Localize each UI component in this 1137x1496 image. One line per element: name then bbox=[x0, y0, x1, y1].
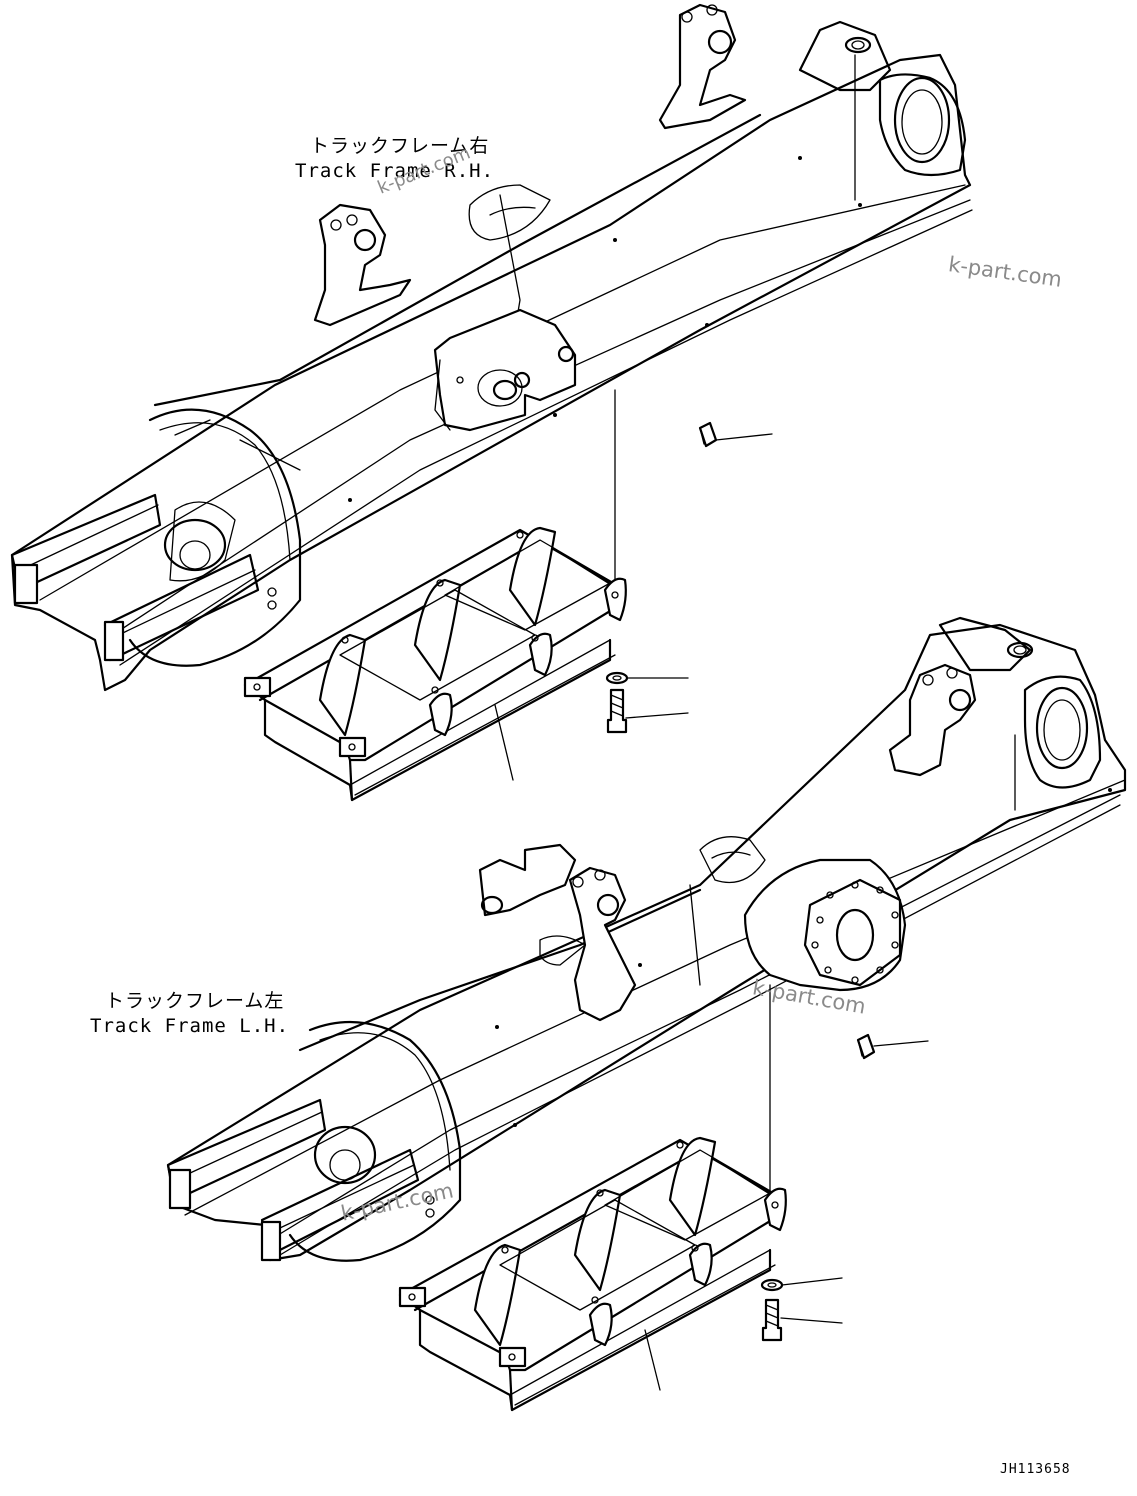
lh-roller-guard bbox=[398, 1136, 787, 1412]
track-frame-lh bbox=[166, 616, 1127, 1262]
track-frame-rh bbox=[10, 3, 973, 692]
lh-fasteners bbox=[760, 1277, 843, 1342]
lh-plug bbox=[856, 1033, 929, 1060]
rh-label-jp: トラックフレーム右 bbox=[310, 135, 490, 157]
lh-label-jp: トラックフレーム左 bbox=[105, 990, 285, 1012]
rh-roller-guard bbox=[243, 526, 627, 802]
rh-label-en: Track Frame R.H. bbox=[295, 160, 495, 182]
drawing-code: JH113658 bbox=[1000, 1462, 1071, 1477]
lh-label-en: Track Frame L.H. bbox=[90, 1015, 290, 1037]
rh-fasteners bbox=[605, 671, 689, 734]
rh-plug bbox=[698, 421, 773, 448]
